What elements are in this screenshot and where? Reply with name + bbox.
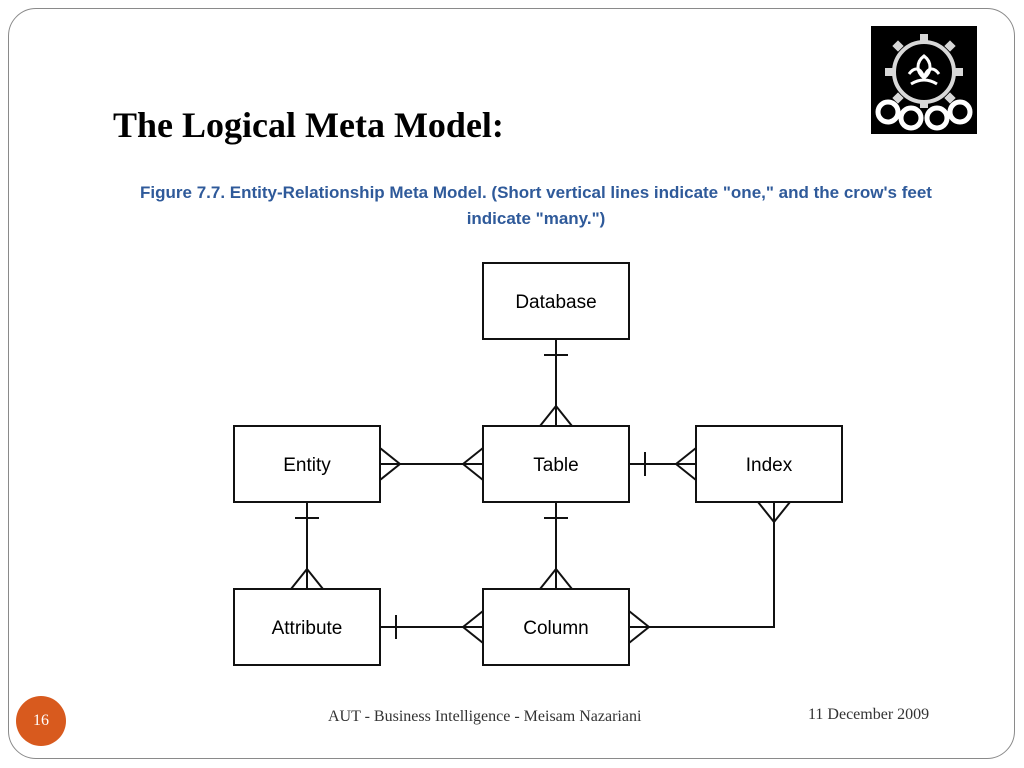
entity-box-index xyxy=(695,425,843,503)
page-number: 16 xyxy=(33,712,49,729)
page-number-badge: 16 xyxy=(16,696,66,746)
rel-index-column-column-crows-foot xyxy=(628,610,650,644)
rel-entity-table-entity-crows-foot xyxy=(379,447,401,481)
rel-table-index-index-crows-foot xyxy=(675,447,697,481)
rel-entity-table-table-crows-foot xyxy=(462,447,484,481)
entity-label-index: Index xyxy=(746,455,793,476)
entity-box-column xyxy=(482,588,630,666)
rel-entity-attribute-attribute-crows-foot xyxy=(290,568,324,590)
university-emblem-icon xyxy=(871,26,977,134)
entity-index: Index xyxy=(695,425,843,503)
entity-attribute: Attribute xyxy=(233,588,381,666)
entity-label-entity: Entity xyxy=(283,455,331,476)
entity-box-attribute xyxy=(233,588,381,666)
figure-caption-line-2: indicate "many.") xyxy=(466,209,606,228)
rel-table-column-column-crows-foot xyxy=(539,568,573,590)
entity-label-database: Database xyxy=(515,292,596,313)
entity-box-entity xyxy=(233,425,381,503)
entity-label-table: Table xyxy=(533,455,578,476)
entity-label-column: Column xyxy=(523,618,588,639)
entity-entity: Entity xyxy=(233,425,381,503)
slide-frame xyxy=(8,8,1015,759)
slide-title: The Logical Meta Model: xyxy=(113,105,504,145)
figure-caption: Figure 7.7. Entity-Relationship Meta Mod… xyxy=(100,180,972,232)
rel-attribute-column-column-crows-foot xyxy=(462,610,484,644)
relationship-lines xyxy=(290,339,791,644)
entity-database: Database xyxy=(482,262,630,340)
entity-box-database xyxy=(482,262,630,340)
entity-label-attribute: Attribute xyxy=(272,618,343,639)
figure-caption-line-1: Figure 7.7. Entity-Relationship Meta Mod… xyxy=(140,183,932,202)
rel-index-column-index-crows-foot xyxy=(757,501,791,523)
footer-author: AUT - Business Intelligence - Meisam Naz… xyxy=(328,708,642,725)
rel-database-table-table-crows-foot xyxy=(539,405,573,427)
entity-table: Table xyxy=(482,425,630,503)
entity-box-table xyxy=(482,425,630,503)
entity-column: Column xyxy=(482,588,630,666)
rel-index-column-line xyxy=(629,502,775,628)
footer-date: 11 December 2009 xyxy=(808,706,930,723)
